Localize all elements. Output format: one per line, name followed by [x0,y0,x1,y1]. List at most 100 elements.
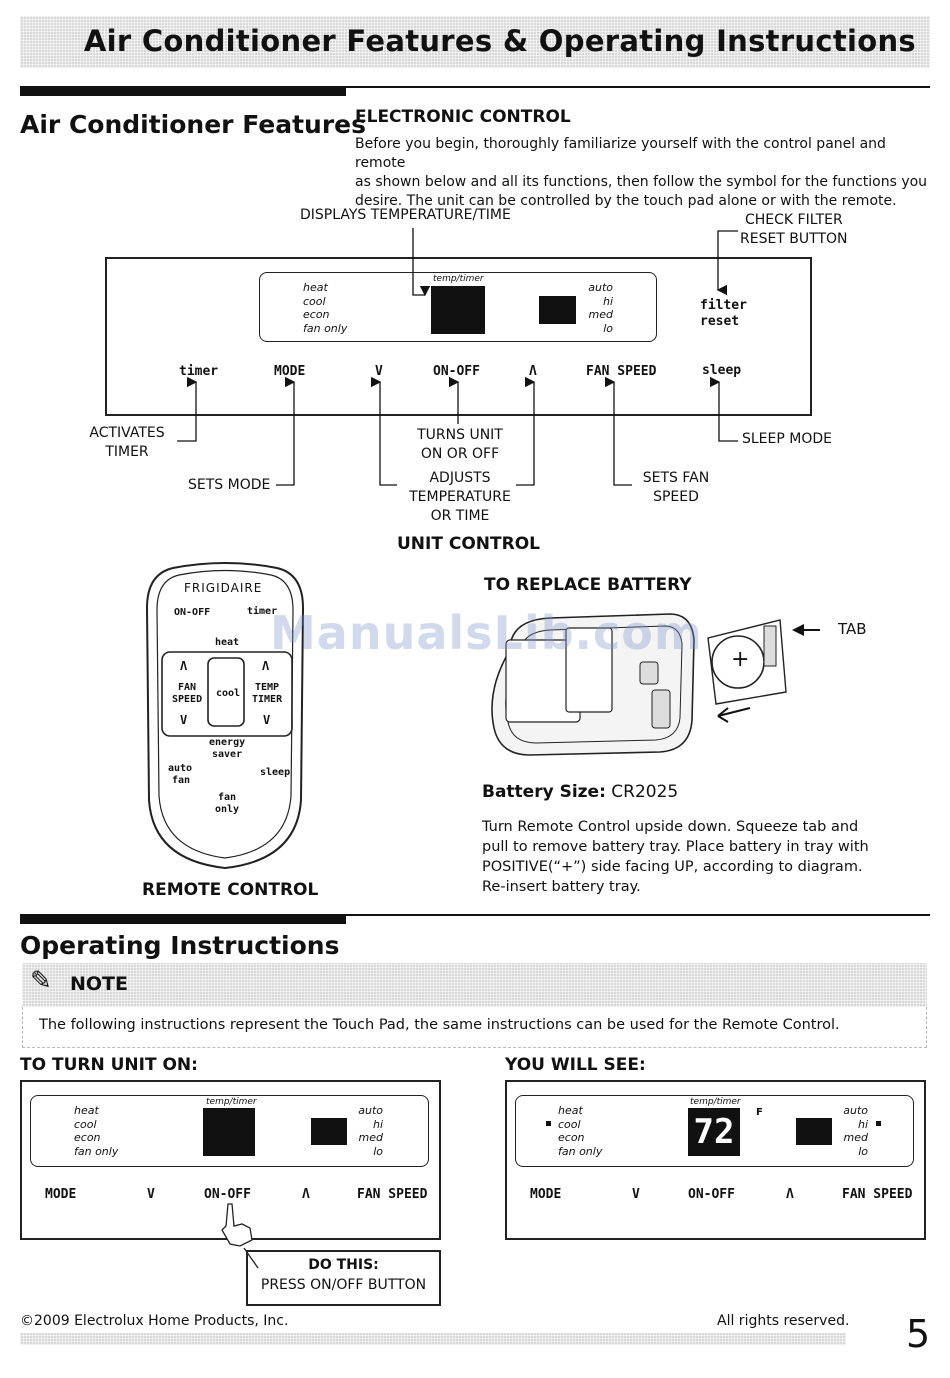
mode-item: fan only [303,321,348,335]
battery-instruction-line: POSITIVE(“+”) side facing UP, according … [482,859,863,875]
mode-item: fan only [74,1144,119,1158]
battery-size-label: Battery Size: [482,782,606,802]
mode-item: econ [558,1131,585,1144]
result-panel [505,1080,926,1240]
remote-brand: FRIGIDAIRE [184,581,263,595]
battery-plus-sign: + [731,647,750,672]
remote-timer-button[interactable]: timer [247,606,278,617]
result-up-button[interactable]: Λ [786,1187,794,1202]
remote-heat-button[interactable]: heat [215,637,240,648]
turn-on-up-button[interactable]: Λ [302,1187,310,1202]
speed-item: auto [358,1104,383,1117]
battery-instruction-line: Re-insert battery tray. [482,879,641,895]
callout-line: OR TIME [430,508,490,524]
speed-item: med [843,1131,868,1144]
turn-on-fan-speed-button[interactable]: FAN SPEED [357,1187,428,1202]
battery-diagram [491,613,820,756]
unit-display-window [259,272,657,342]
intro-line: desire. The unit can be controlled by th… [355,193,897,209]
remote-cool-button[interactable]: cool [216,688,241,699]
result-secondary-display [796,1118,832,1145]
result-mode-button[interactable]: MODE [530,1187,562,1202]
result-speed-list: auto hi med lo [840,1104,868,1158]
remote-label-line: energy [209,737,246,748]
sets-mode-callout: SETS MODE [188,477,271,493]
speed-item: hi [857,1117,868,1131]
remote-fan-down[interactable]: V [180,713,188,727]
sets-fan-callout: SETS FAN SPEED [636,469,716,507]
remote-fan-up[interactable]: Λ [180,659,188,673]
remote-fan-speed-label: FAN SPEED [172,682,202,706]
you-will-see-heading: YOU WILL SEE: [505,1055,646,1075]
section-rule-thin [346,86,930,88]
hi-indicator [876,1121,881,1126]
timer-button[interactable]: timer [179,364,219,379]
note-text: The following instructions represent the… [39,1017,840,1033]
remote-fan-only-button[interactable]: fan only [215,792,239,816]
secondary-display [539,296,576,324]
check-filter-line: CHECK FILTER [745,212,843,228]
replace-battery-heading: TO REPLACE BATTERY [484,575,692,595]
speed-item: auto [588,281,613,294]
battery-size-value: CR2025 [611,782,679,802]
speed-item: hi [602,294,613,308]
pushpin-icon: ✎ [30,966,52,996]
note-banner: ✎ NOTE [22,963,927,1007]
remote-label-line: auto [168,763,193,774]
activates-timer-callout: ACTIVATES TIMER [86,424,168,462]
turn-on-mode-button[interactable]: MODE [45,1187,77,1202]
mode-item: heat [74,1104,99,1117]
page-number: 5 [906,1312,931,1356]
up-button[interactable]: Λ [529,364,537,379]
intro-line: as shown below and all its functions, th… [355,174,928,190]
mode-item: heat [558,1104,583,1117]
battery-instruction-line: Turn Remote Control upside down. Squeeze… [482,819,859,835]
callout-line: ON OR OFF [420,446,500,462]
filter-reset-button[interactable]: filter reset [700,298,747,330]
remote-label-line: FAN [178,682,197,693]
callout-line: ACTIVATES [89,425,165,441]
result-onoff-button[interactable]: ON-OFF [688,1187,735,1202]
features-title: Air Conditioner Features [20,110,367,139]
result-fan-speed-button[interactable]: FAN SPEED [842,1187,913,1202]
sleep-button[interactable]: sleep [702,363,742,378]
remote-label-line: fan [218,792,237,803]
fan-speed-button[interactable]: FAN SPEED [586,364,657,379]
remote-label-line: TIMER [252,694,283,705]
page-header-title: Air Conditioner Features & Operating Ins… [83,24,916,58]
remote-temp-down[interactable]: V [263,713,271,727]
rights-reserved: All rights reserved. [717,1313,850,1329]
remote-energy-saver-button[interactable]: energy saver [209,737,245,761]
note-box: The following instructions represent the… [22,1007,927,1048]
turn-on-down-button[interactable]: V [147,1187,155,1202]
section-rule-thick [20,86,346,96]
remote-sleep-button[interactable]: sleep [260,767,291,778]
operating-title: Operating Instructions [20,931,340,960]
mode-item: heat [303,281,328,294]
down-button[interactable]: V [375,364,383,379]
turn-on-speed-list: auto hi med lo [355,1104,383,1158]
speed-item: lo [858,1144,868,1158]
onoff-button[interactable]: ON-OFF [433,364,480,379]
turns-unit-callout: TURNS UNIT ON OR OFF [410,426,510,464]
result-down-button[interactable]: V [632,1187,640,1202]
battery-size: Battery Size: CR2025 [482,782,678,802]
mode-item: cool [558,1117,581,1131]
remote-label-line: fan [172,775,191,786]
turn-on-temp-display [203,1108,255,1156]
check-filter-line: RESET BUTTON [740,231,848,247]
turn-on-mode-list: heat cool econ fan only [74,1104,118,1158]
filter-reset-line: reset [700,314,740,329]
remote-temp-timer-label: TEMP TIMER [252,682,282,706]
remote-onoff-button[interactable]: ON-OFF [174,607,211,618]
remote-temp-up[interactable]: Λ [262,659,270,673]
remote-auto-fan-button[interactable]: auto fan [168,763,192,787]
result-display-tag: temp/timer [690,1097,741,1107]
turn-on-onoff-button[interactable]: ON-OFF [204,1187,251,1202]
speed-item: hi [372,1117,383,1131]
tab-label: TAB [838,620,867,638]
callout-line: SETS FAN [642,470,710,486]
sleep-mode-callout: SLEEP MODE [742,431,832,447]
check-filter-label: CHECK FILTER RESET BUTTON [740,211,848,249]
mode-button[interactable]: MODE [274,364,306,379]
